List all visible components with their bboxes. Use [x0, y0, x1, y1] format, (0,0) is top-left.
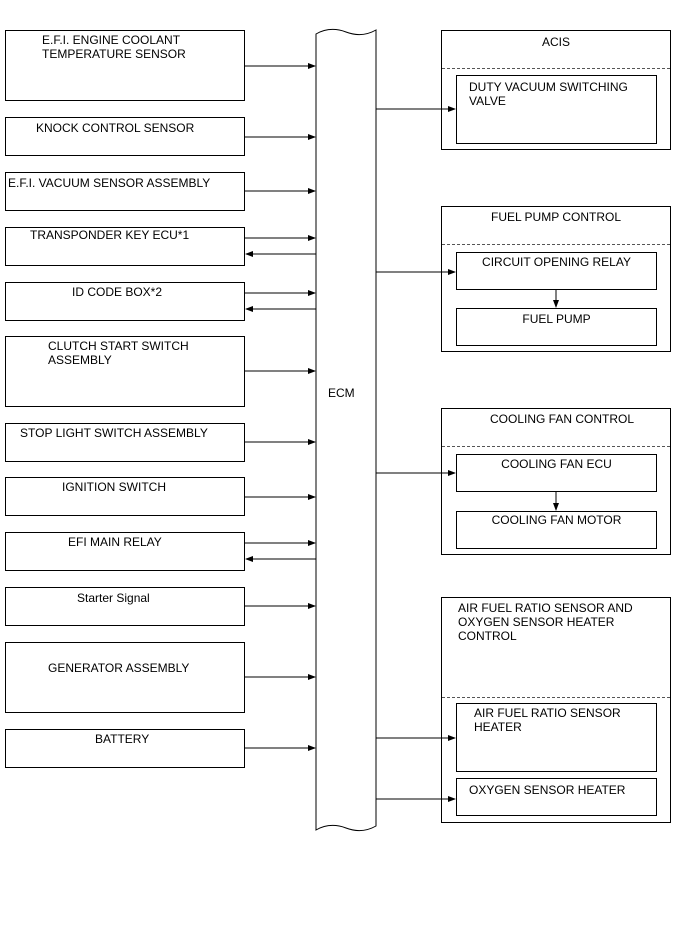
input-box-clutch-start-switch: CLUTCH START SWITCH ASSEMBLY — [5, 336, 245, 407]
input-box-id-code-box: ID CODE BOX*2 — [5, 282, 245, 321]
output-label-cooling-fan-motor: COOLING FAN MOTOR — [491, 513, 622, 527]
output-box-oxygen-sensor-heater: OXYGEN SENSOR HEATER — [456, 778, 657, 816]
acis-divider — [442, 68, 670, 69]
output-label-fuel-pump: FUEL PUMP — [522, 312, 591, 326]
input-box-starter-signal: Starter Signal — [5, 587, 245, 626]
input-label-knock-sensor: KNOCK CONTROL SENSOR — [36, 121, 195, 135]
input-label-clutch-start-switch: CLUTCH START SWITCH ASSEMBLY — [48, 339, 189, 367]
fuel-pump-divider — [442, 244, 670, 245]
input-label-battery: BATTERY — [95, 732, 150, 746]
input-box-transponder-key-ecu: TRANSPONDER KEY ECU*1 — [5, 227, 245, 266]
input-label-ignition-switch: IGNITION SWITCH — [62, 480, 166, 494]
input-box-vacuum-sensor: E.F.I. VACUUM SENSOR ASSEMBLY — [5, 172, 245, 211]
input-box-stop-light-switch: STOP LIGHT SWITCH ASSEMBLY — [5, 423, 245, 462]
input-label-vacuum-sensor: E.F.I. VACUUM SENSOR ASSEMBLY — [8, 176, 211, 190]
input-label-coolant-sensor: E.F.I. ENGINE COOLANT TEMPERATURE SENSOR — [42, 33, 186, 61]
input-label-starter-signal: Starter Signal — [77, 591, 150, 605]
cooling-fan-divider — [442, 446, 670, 447]
input-label-generator-assembly: GENERATOR ASSEMBLY — [48, 661, 190, 675]
input-label-efi-main-relay: EFI MAIN RELAY — [68, 535, 162, 549]
output-box-af-sensor-heater: AIR FUEL RATIO SENSOR HEATER — [456, 703, 657, 772]
output-label-duty-vacuum-switching-valve: DUTY VACUUM SWITCHING VALVE — [469, 80, 628, 108]
input-box-efi-main-relay: EFI MAIN RELAY — [5, 532, 245, 571]
output-group-af-o2-heater-control-title: AIR FUEL RATIO SENSOR AND OXYGEN SENSOR … — [458, 601, 633, 643]
input-label-id-code-box: ID CODE BOX*2 — [72, 285, 163, 299]
output-box-circuit-opening-relay: CIRCUIT OPENING RELAY — [456, 252, 657, 290]
output-label-af-sensor-heater: AIR FUEL RATIO SENSOR HEATER — [474, 706, 621, 734]
af-heater-divider — [442, 697, 670, 698]
output-box-duty-vacuum-switching-valve: DUTY VACUUM SWITCHING VALVE — [456, 75, 657, 144]
input-box-ignition-switch: IGNITION SWITCH — [5, 477, 245, 516]
input-box-generator-assembly: GENERATOR ASSEMBLY — [5, 642, 245, 713]
output-group-cooling-fan-control-title: COOLING FAN CONTROL — [489, 412, 635, 426]
output-box-fuel-pump: FUEL PUMP — [456, 308, 657, 346]
input-box-knock-sensor: KNOCK CONTROL SENSOR — [5, 117, 245, 156]
input-box-battery: BATTERY — [5, 729, 245, 768]
output-group-fuel-pump-control-title: FUEL PUMP CONTROL — [490, 210, 622, 224]
output-label-cooling-fan-ecu: COOLING FAN ECU — [501, 457, 612, 471]
output-group-acis-title: ACIS — [541, 35, 570, 49]
output-label-circuit-opening-relay: CIRCUIT OPENING RELAY — [482, 255, 631, 269]
input-box-coolant-sensor: E.F.I. ENGINE COOLANT TEMPERATURE SENSOR — [5, 30, 245, 101]
input-label-stop-light-switch: STOP LIGHT SWITCH ASSEMBLY — [20, 426, 208, 440]
output-box-cooling-fan-motor: COOLING FAN MOTOR — [456, 511, 657, 549]
input-label-transponder-key-ecu: TRANSPONDER KEY ECU*1 — [30, 228, 190, 242]
output-label-oxygen-sensor-heater: OXYGEN SENSOR HEATER — [469, 783, 626, 797]
ecm-label: ECM — [328, 386, 355, 400]
output-box-cooling-fan-ecu: COOLING FAN ECU — [456, 454, 657, 492]
